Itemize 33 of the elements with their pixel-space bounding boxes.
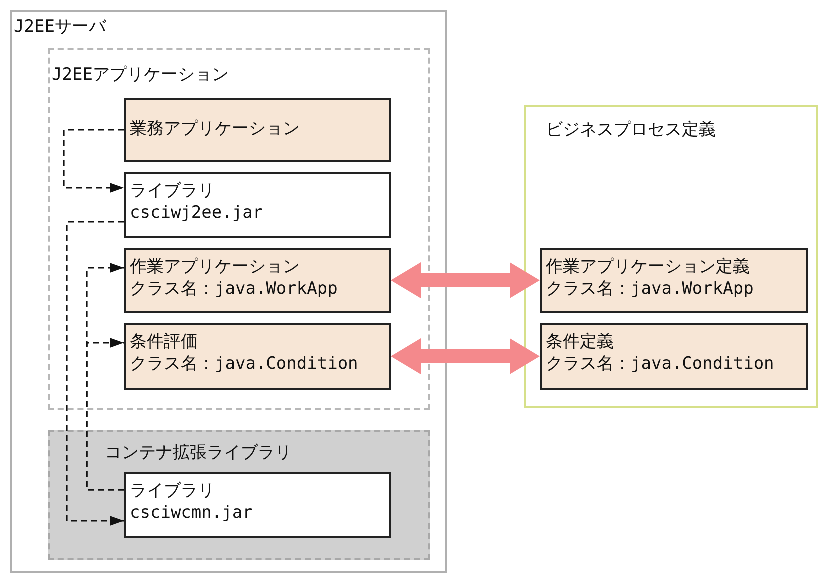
server-frame (10, 10, 447, 573)
component-detail: クラス名：java.WorkApp (546, 278, 755, 300)
frame-title: コンテナ拡張ライブラリ (105, 442, 292, 464)
component-detail: csciwj2ee.jar (130, 202, 264, 224)
component-name: 作業アプリケーション (130, 256, 301, 278)
library-box (124, 472, 391, 538)
process-definition-frame (524, 105, 818, 408)
component-name: 条件定義 (546, 331, 615, 353)
component-detail: クラス名：java.WorkApp (130, 278, 339, 300)
dashed-arrow (86, 338, 124, 491)
component-box (540, 248, 808, 313)
component-name: 作業アプリケーション定義 (546, 256, 751, 278)
dashed-arrow (63, 129, 124, 193)
component-detail: クラス名：java.Condition (130, 353, 360, 375)
component-box (540, 323, 808, 390)
frame-title: ビジネスプロセス定義 (546, 119, 716, 141)
component-name: 業務アプリケーション (130, 118, 301, 140)
component-name: ライブラリ (130, 180, 216, 202)
component-name: 条件評価 (130, 331, 199, 353)
container-frame (48, 430, 430, 560)
double-arrow (391, 338, 540, 374)
component-box (124, 248, 391, 313)
frame-title: J2EEサーバ (14, 16, 106, 38)
component-box (124, 98, 391, 162)
library-box (124, 172, 391, 238)
frame-title: J2EEアプリケーション (52, 64, 229, 86)
component-detail: クラス名：java.Condition (546, 353, 776, 375)
application-frame (48, 48, 430, 410)
component-detail: csciwcmn.jar (130, 502, 254, 524)
component-box (124, 323, 391, 390)
double-arrow (391, 262, 540, 298)
dashed-arrow (66, 221, 124, 526)
component-name: ライブラリ (130, 480, 216, 502)
